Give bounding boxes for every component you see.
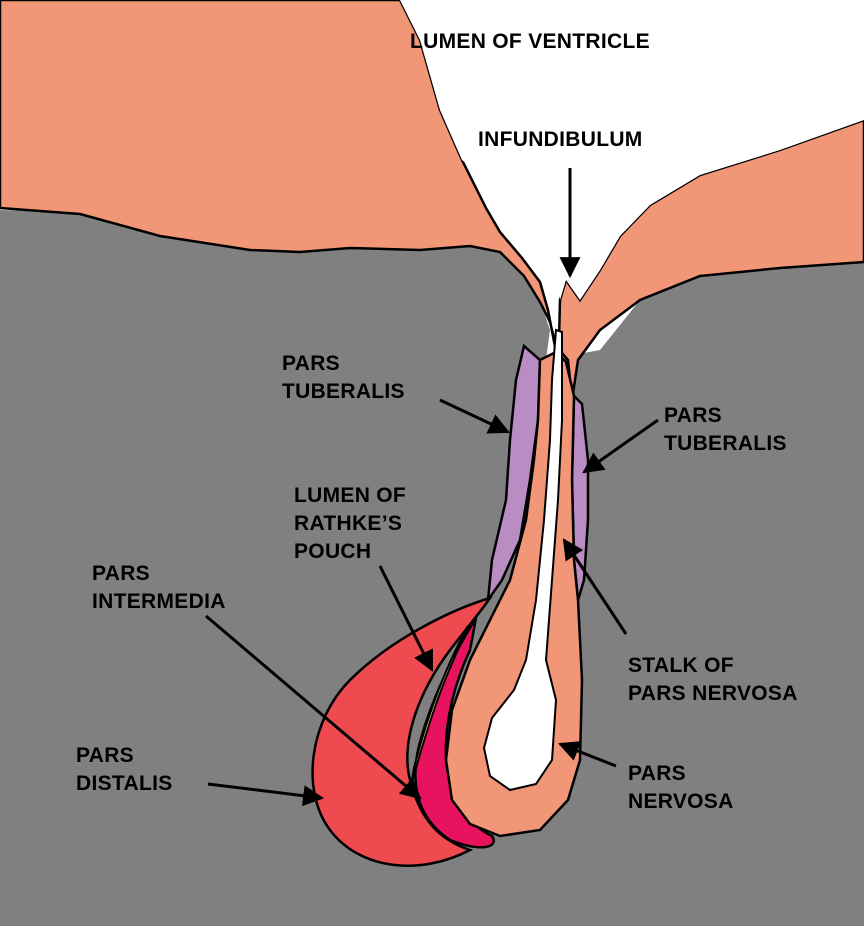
label-pars-intermedia: PARS INTERMEDIA [92,562,226,613]
label-pars-distalis: PARS DISTALIS [76,744,173,795]
arrow-pars-nervosa [558,741,617,768]
label-lumen-of-rathkes-pouch: LUMEN OF RATHKE’S POUCH [294,484,412,563]
label-pars-tuberalis-left: PARS TUBERALIS [282,352,405,403]
arrow-pars-distalis [207,782,325,807]
arrow-pars-tuberalis-right [582,418,659,474]
brain-tissue [0,0,864,401]
arrow-pars-tuberalis-left [439,398,510,434]
arrow-stalk-of-pars-nervosa [562,538,628,635]
label-lumen-of-ventricle: LUMEN OF VENTRICLE [410,30,650,53]
label-pars-nervosa: PARS NERVOSA [628,762,734,813]
arrow-pars-intermedia [205,614,422,800]
label-pars-tuberalis-right: PARS TUBERALIS [664,404,787,455]
arrow-lumen-rathkes-pouch [378,565,434,672]
pars-distalis [311,595,493,867]
surrounding-tissue [0,210,864,926]
ventricle-lumen [400,0,864,300]
label-infundibulum: INFUNDIBULUM [478,128,643,151]
stalk-lumen [482,328,563,792]
label-stalk-of-pars-nervosa: STALK OF PARS NERVOSA [628,654,798,705]
